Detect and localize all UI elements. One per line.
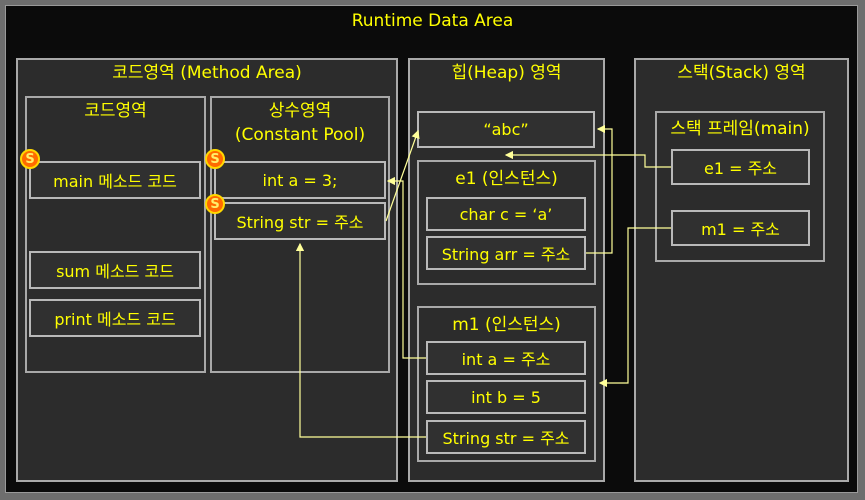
stack-var-e1: e1 = 주소: [671, 149, 810, 185]
heap-title: 힙(Heap) 영역: [451, 63, 562, 83]
runtime-data-area-title: Runtime Data Area: [351, 11, 514, 31]
e1-field-string-arr: String arr = 주소: [426, 236, 586, 270]
m1-field-int-a: int a = 주소: [426, 341, 586, 375]
code-item-sum: sum 메소드 코드: [29, 251, 201, 289]
constant-pool-title-line2: (Constant Pool): [234, 125, 366, 145]
static-badge-icon: S: [20, 149, 40, 169]
code-item-print: print 메소드 코드: [29, 299, 201, 337]
stack-var-m1: m1 = 주소: [671, 210, 810, 246]
method-area-title: 코드영역 (Method Area): [112, 63, 302, 83]
m1-instance-title: m1 (인스턴스): [452, 315, 561, 335]
code-area-title: 코드영역: [84, 101, 147, 121]
static-badge-icon: S: [205, 149, 225, 169]
m1-field-string-str: String str = 주소: [426, 420, 586, 454]
constant-item-int-a: int a = 3;: [214, 161, 386, 199]
static-badge-icon: S: [205, 194, 225, 214]
code-item-main: main 메소드 코드: [29, 161, 201, 199]
constant-item-string-str: String str = 주소: [214, 202, 386, 240]
stack-title: 스택(Stack) 영역: [677, 63, 806, 83]
e1-instance-title: e1 (인스턴스): [455, 169, 558, 189]
e1-field-char-c: char c = ‘a’: [426, 197, 586, 231]
stack-frame-main-title: 스택 프레임(main): [670, 119, 810, 139]
heap-abc-string: “abc”: [417, 111, 595, 148]
constant-pool-title-line1: 상수영역: [268, 101, 332, 121]
m1-field-int-b: int b = 5: [426, 380, 586, 414]
